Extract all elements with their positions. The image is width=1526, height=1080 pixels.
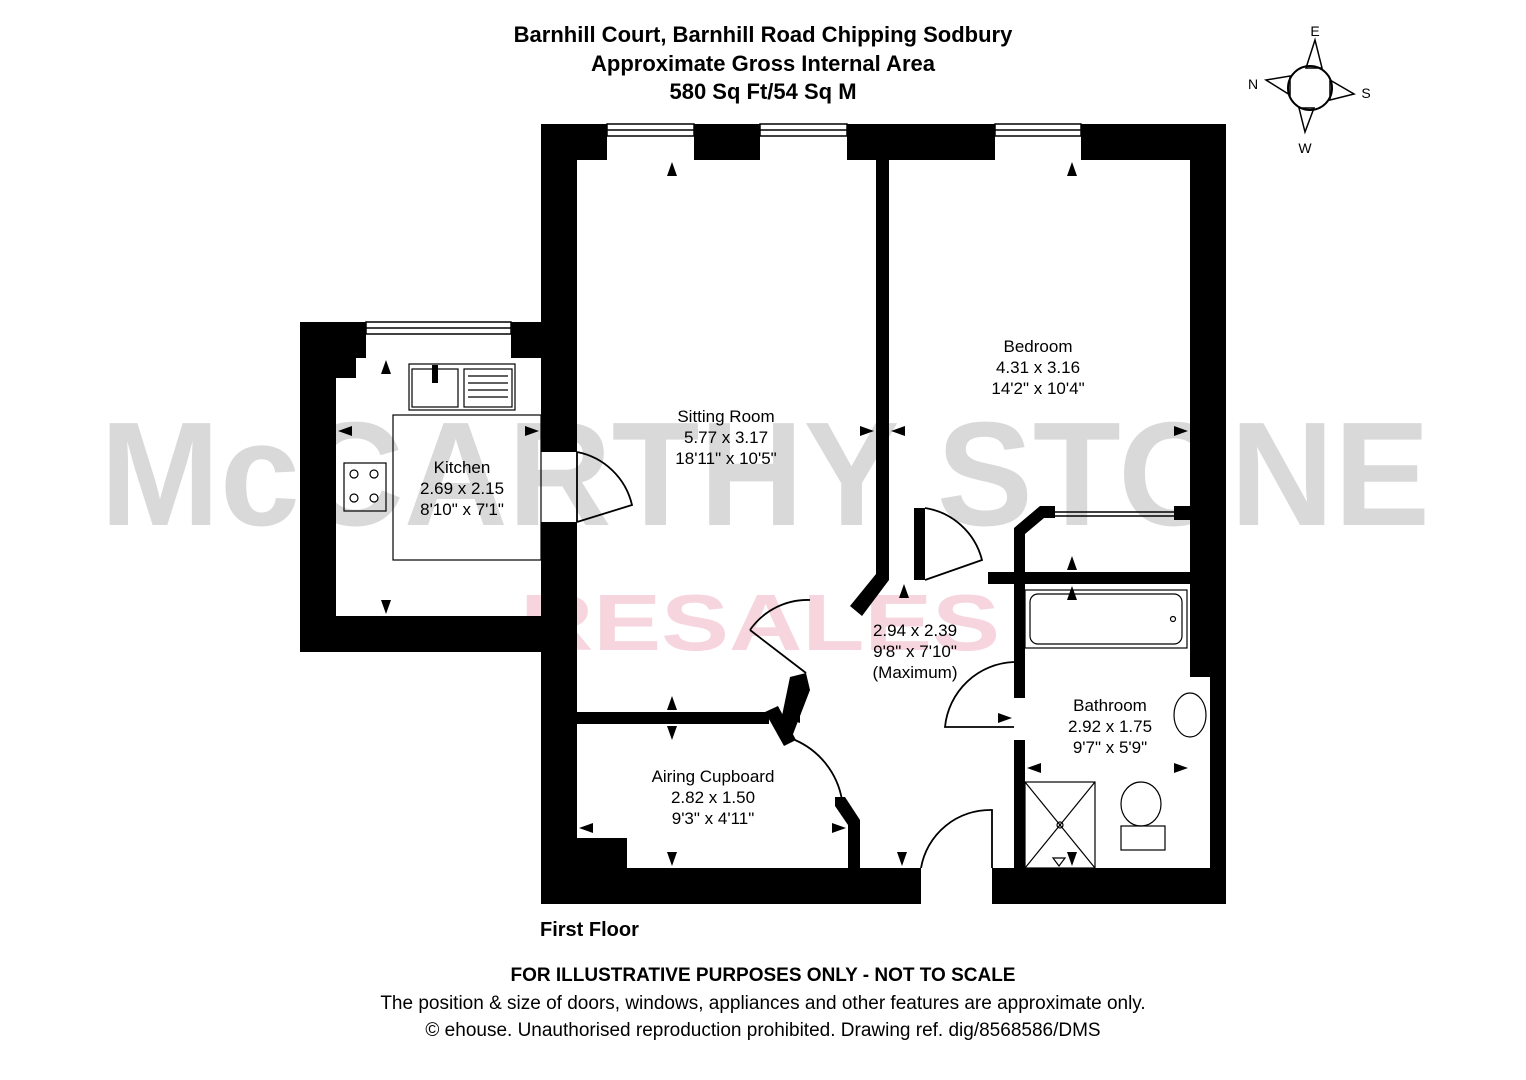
bathroom-imperial: 9'7" x 5'9" bbox=[1073, 738, 1147, 757]
bedroom-metric: 4.31 x 3.16 bbox=[996, 358, 1080, 377]
airing-metric: 2.82 x 1.50 bbox=[671, 788, 755, 807]
compass-icon: E N S W bbox=[1248, 23, 1371, 156]
tap-icon bbox=[432, 365, 438, 383]
watermark-secondary: RESALES bbox=[520, 578, 1000, 667]
room-airing: Airing Cupboard 2.82 x 1.50 9'3" x 4'11" bbox=[652, 767, 775, 828]
compass-w: W bbox=[1298, 140, 1312, 156]
bathroom-metric: 2.92 x 1.75 bbox=[1068, 717, 1152, 736]
plan-subtitle: Approximate Gross Internal Area bbox=[591, 51, 935, 76]
footer-disclaimer: FOR ILLUSTRATIVE PURPOSES ONLY - NOT TO … bbox=[510, 965, 1016, 986]
sitting-imperial: 18'11" x 10'5" bbox=[675, 449, 776, 468]
footer-copyright: © ehouse. Unauthorised reproduction proh… bbox=[425, 1020, 1101, 1041]
airing-name: Airing Cupboard bbox=[652, 767, 775, 786]
room-bedroom: Bedroom 4.31 x 3.16 14'2" x 10'4" bbox=[991, 337, 1084, 398]
compass-n: N bbox=[1248, 76, 1258, 92]
kitchen-imperial: 8'10" x 7'1" bbox=[420, 500, 504, 519]
hall-imperial: 9'8" x 7'10" bbox=[873, 642, 957, 661]
kitchen-fittings bbox=[343, 363, 542, 561]
floor-label: First Floor bbox=[540, 919, 639, 941]
bedroom-imperial: 14'2" x 10'4" bbox=[991, 379, 1084, 398]
bathroom-fittings bbox=[1024, 589, 1207, 869]
sitting-metric: 5.77 x 3.17 bbox=[684, 428, 768, 447]
room-kitchen: Kitchen 2.69 x 2.15 8'10" x 7'1" bbox=[420, 458, 504, 519]
bathroom-name: Bathroom bbox=[1073, 696, 1147, 715]
compass-e: E bbox=[1310, 23, 1319, 39]
plan-area: 580 Sq Ft/54 Sq M bbox=[669, 79, 857, 104]
room-bathroom: Bathroom 2.92 x 1.75 9'7" x 5'9" bbox=[1068, 696, 1152, 757]
kitchen-metric: 2.69 x 2.15 bbox=[420, 479, 504, 498]
door-swings bbox=[576, 451, 1015, 869]
walls bbox=[300, 124, 1226, 904]
hall-note: (Maximum) bbox=[873, 663, 958, 682]
room-hall: 2.94 x 2.39 9'8" x 7'10" (Maximum) bbox=[873, 621, 958, 682]
bedroom-name: Bedroom bbox=[1004, 337, 1073, 356]
footer-note: The position & size of doors, windows, a… bbox=[380, 993, 1146, 1014]
airing-imperial: 9'3" x 4'11" bbox=[672, 809, 755, 828]
kitchen-name: Kitchen bbox=[434, 458, 491, 477]
compass-s: S bbox=[1361, 85, 1370, 101]
sitting-name: Sitting Room bbox=[677, 407, 774, 426]
hall-metric: 2.94 x 2.39 bbox=[873, 621, 957, 640]
plan-title: Barnhill Court, Barnhill Road Chipping S… bbox=[513, 22, 1013, 47]
room-sitting: Sitting Room 5.77 x 3.17 18'11" x 10'5" bbox=[675, 407, 776, 468]
windows bbox=[365, 123, 1174, 517]
dimension-arrows bbox=[338, 162, 1188, 866]
